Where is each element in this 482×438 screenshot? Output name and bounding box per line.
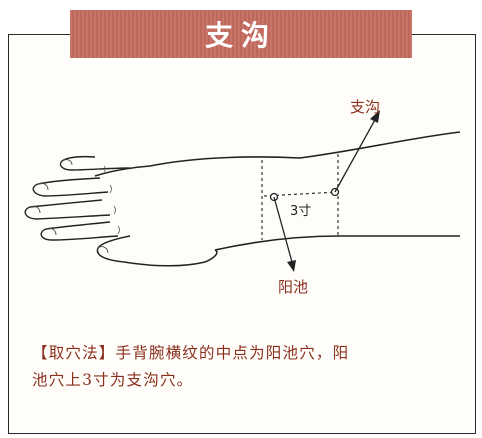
distance-label: 3寸 <box>290 204 312 219</box>
yangchi-label: 阳池 <box>278 278 309 296</box>
title-banner: 支沟 <box>70 10 412 58</box>
point-location-method: 【取穴法】手背腕横纹的中点为阳池穴，阳 池穴上3寸为支沟穴。 <box>32 340 464 394</box>
zhigou-label: 支沟 <box>350 98 381 116</box>
illustration-frame <box>8 34 476 434</box>
page-title: 支沟 <box>204 19 277 52</box>
method-line-2: 池穴上3寸为支沟穴。 <box>32 371 194 389</box>
method-line-1: 【取穴法】手背腕横纹的中点为阳池穴，阳 <box>32 344 350 362</box>
